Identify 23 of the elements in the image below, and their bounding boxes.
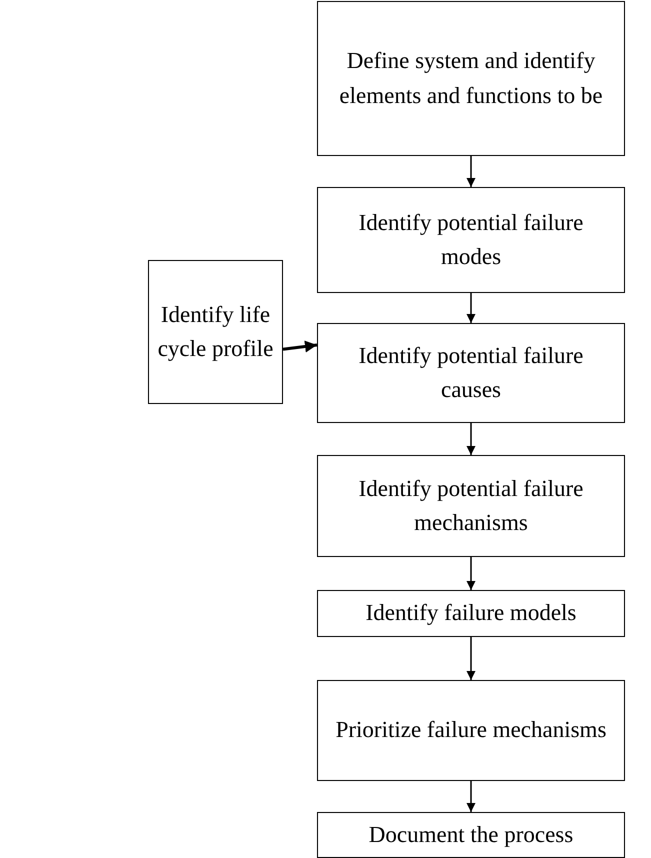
box-label: Identify potential failure modes	[358, 208, 584, 271]
process-box	[317, 812, 625, 858]
arrow	[466, 293, 476, 323]
box-label: Identify failure models	[366, 599, 576, 628]
arrow	[466, 156, 476, 187]
box-label: Identify potential failure mechanisms	[358, 474, 584, 537]
process-box	[317, 590, 625, 637]
arrow	[466, 557, 476, 590]
process-box	[317, 1, 625, 156]
arrow	[466, 637, 476, 680]
process-box	[317, 187, 625, 293]
process-box	[317, 323, 625, 423]
box-label: Identify life cycle profile	[157, 300, 274, 363]
arrow	[466, 781, 476, 812]
box-label: Identify potential failure causes	[358, 342, 584, 404]
process-box	[317, 455, 625, 557]
process-box	[148, 260, 283, 404]
arrow	[282, 340, 318, 352]
box-label: Document the process	[368, 820, 574, 849]
box-label: Prioritize failure mechanisms	[336, 716, 606, 744]
process-box	[317, 680, 625, 781]
arrow	[466, 423, 476, 455]
box-label: Define system and identify elements and functions to be	[338, 47, 604, 110]
